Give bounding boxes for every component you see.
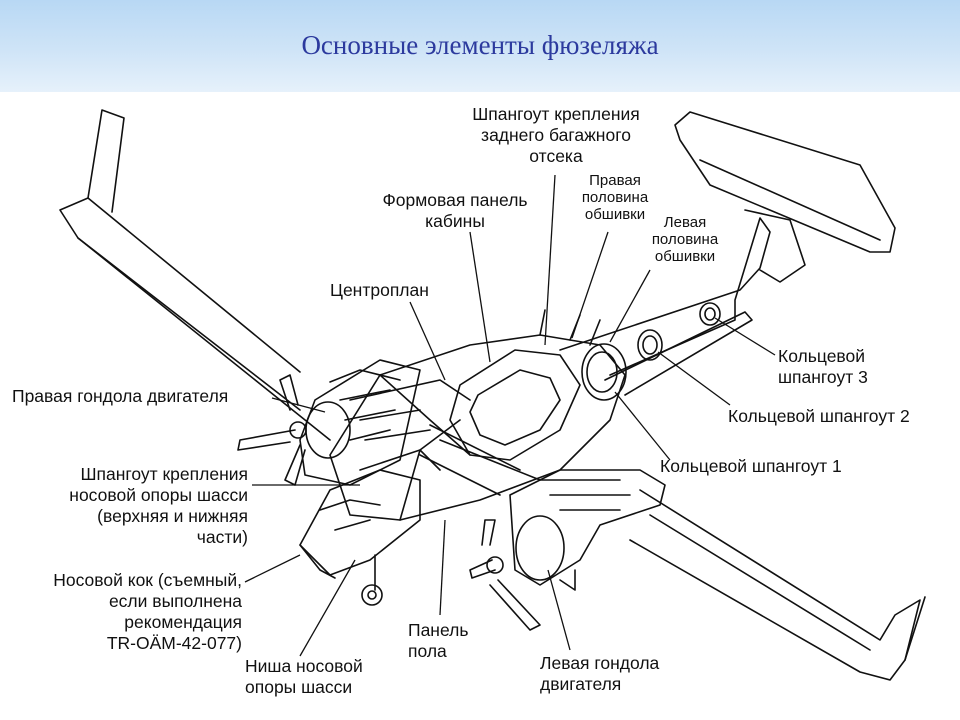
nose-wheel: [361, 584, 383, 606]
label-left-engine-nacelle: Левая гондола двигателя: [540, 653, 660, 694]
label-left-skin-half: Левая половина обшивки: [651, 214, 719, 265]
label-ring-frame-2: Кольцевой шпангоут 2: [728, 406, 910, 426]
leader-ring-frame-2: [657, 351, 731, 406]
right-wing: [59, 197, 331, 441]
left-nacelle: [509, 469, 666, 586]
leader-nose-gear-bay: [299, 559, 356, 657]
title-banner: Основные элементы фюзеляжа: [0, 0, 960, 92]
leader-ring-frame-3: [714, 317, 776, 356]
nose-section: [299, 469, 421, 576]
label-floor-panel: Панель пола: [408, 620, 469, 661]
ring-frame-3-shape: [699, 302, 721, 326]
page-title: Основные элементы фюзеляжа: [301, 30, 659, 60]
horizontal-tail: [674, 111, 896, 253]
left-propeller: [469, 519, 541, 631]
right-propeller: [237, 374, 306, 486]
leader-center-section: [409, 301, 446, 381]
label-nose-cone: Носовой кок (съемный, если выполнена рек…: [53, 570, 242, 653]
label-formed-cabin-panel: Формовая панель кабины: [382, 190, 528, 231]
leader-nose-cone: [244, 554, 301, 583]
leader-frame-rear-baggage: [544, 174, 556, 346]
leader-formed-cabin-panel: [469, 231, 491, 363]
leader-ring-frame-1: [614, 391, 671, 461]
label-right-engine-nacelle: Правая гондола двигателя: [12, 386, 229, 406]
left-wing: [629, 489, 921, 681]
label-ring-frame-3: Кольцевой шпангоут 3: [778, 346, 868, 387]
leader-left-nacelle: [547, 569, 571, 651]
leader-left-skin-half: [609, 269, 651, 343]
ring-frame-1-shape: [581, 343, 627, 401]
label-nose-gear-frame: Шпангоут крепления носовой опоры шасси (…: [69, 464, 248, 547]
ring-frame-2-shape: [637, 329, 663, 361]
label-nose-gear-bay: Ниша носовой опоры шасси: [245, 656, 363, 697]
right-nacelle: [299, 359, 421, 486]
leader-right-skin-half: [571, 231, 609, 339]
label-right-skin-half: Правая половина обшивки: [581, 172, 649, 223]
cabin-shell: [329, 334, 626, 521]
label-ring-frame-1: Кольцевой шпангоут 1: [660, 456, 842, 476]
leader-floor-panel: [439, 519, 446, 616]
leader-right-nacelle: [271, 397, 326, 413]
label-center-section: Центроплан: [330, 280, 429, 300]
label-frame-rear-baggage: Шпангоут крепления заднего багажного отс…: [472, 104, 640, 166]
